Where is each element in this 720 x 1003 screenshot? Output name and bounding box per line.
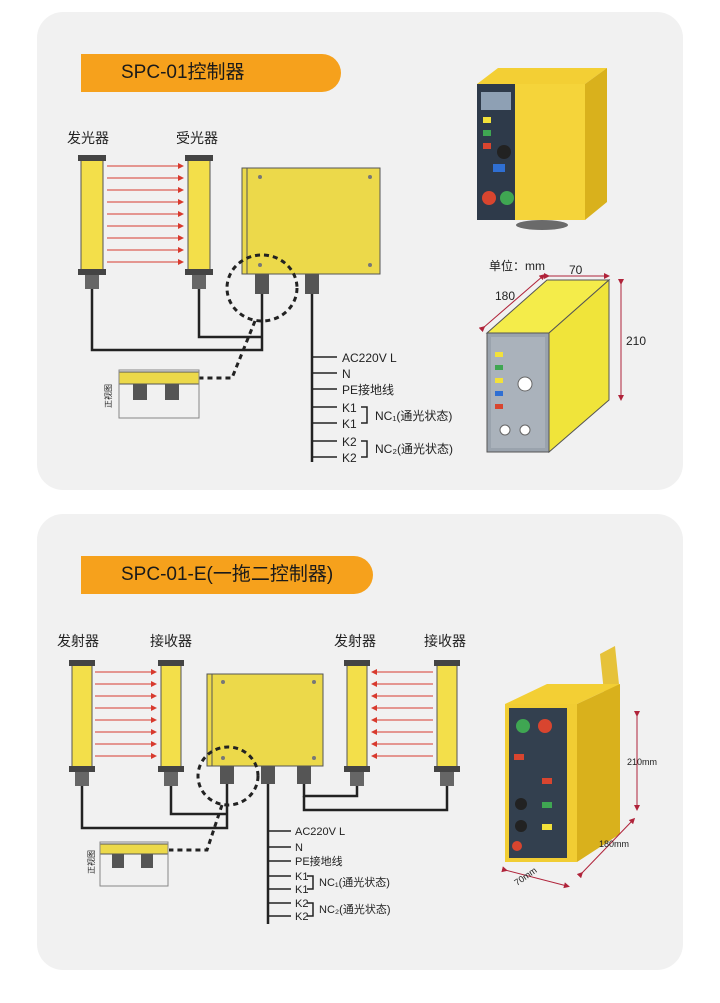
- emitter-sensor-1: [69, 660, 95, 786]
- side-view-detail: [118, 369, 200, 419]
- detail-callout-line: [169, 804, 224, 852]
- wire-k1a: K1: [342, 401, 357, 415]
- side-view-label: 正视图: [86, 850, 96, 874]
- wire-ac: AC220V L: [342, 351, 397, 365]
- unit-label: 单位：mm: [489, 258, 545, 273]
- wire-k2a: K2: [295, 898, 308, 910]
- emitter-label-2: 发射器: [334, 633, 376, 649]
- wire-k1b: K1: [295, 884, 308, 896]
- detail-callout-line: [197, 320, 257, 380]
- emitter-label: 发光器: [67, 130, 109, 146]
- wire-n: N: [295, 842, 303, 854]
- dim-depth: 70: [569, 263, 583, 277]
- wire-k2b: K2: [295, 911, 308, 923]
- receiver-label: 受光器: [176, 130, 218, 146]
- section-title-text: SPC-01控制器: [121, 62, 245, 83]
- wiring-diagram-spc01: 发光器 受光器: [67, 68, 646, 465]
- dim-width: 180: [495, 289, 515, 303]
- wire-taps: [312, 356, 368, 458]
- wiring-diagram-spc01e: 发射器 接收器 发射器 接收器: [57, 633, 657, 924]
- receiver-label-2: 接收器: [424, 633, 466, 649]
- emitter-label-1: 发射器: [57, 633, 99, 649]
- cables: [80, 784, 449, 924]
- wire-k1a: K1: [295, 871, 308, 883]
- light-beams-1: [95, 669, 157, 759]
- receiver-label-1: 接收器: [150, 633, 192, 649]
- side-view-detail: [99, 841, 169, 887]
- controller-box: [241, 167, 381, 294]
- wire-k2a: K2: [342, 435, 357, 449]
- wire-k1b: K1: [342, 417, 357, 431]
- dim-depth: 70mm: [512, 865, 538, 888]
- nc2-label: NC₂(通光状态): [375, 442, 453, 456]
- dimension-box: [485, 278, 611, 454]
- section-title-text: SPC-01-E(一拖二控制器): [121, 564, 334, 585]
- cables: [90, 289, 314, 462]
- wire-pe: PE接地线: [295, 854, 343, 868]
- panel-spc01: SPC-01控制器 发光器 受光器: [37, 12, 683, 490]
- receiver-sensor-2: [434, 660, 460, 786]
- receiver-sensor-1: [158, 660, 184, 786]
- detail-circle: [196, 745, 260, 807]
- wire-n: N: [342, 367, 351, 381]
- light-beams-2: [371, 669, 433, 759]
- wire-k2b: K2: [342, 451, 357, 465]
- light-beams: [107, 163, 184, 265]
- nc2-label: NC₂(通光状态): [319, 902, 390, 916]
- wire-taps: [268, 830, 314, 917]
- dim-height: 210: [626, 334, 646, 348]
- wire-ac: AC220V L: [295, 826, 345, 838]
- dim-width: 180mm: [599, 839, 629, 849]
- dimension-lines: [501, 711, 640, 889]
- side-view-label: 正视图: [103, 384, 113, 408]
- receiver-sensor: [185, 155, 213, 289]
- product-photo-dimensioned: [505, 646, 620, 862]
- panel-spc01e: SPC-01-E(一拖二控制器) 发射器 接收器 发射器 接收器: [37, 514, 683, 970]
- emitter-sensor: [78, 155, 106, 289]
- nc1-label: NC₁(通光状态): [375, 409, 452, 423]
- section-title: SPC-01-E(一拖二控制器): [81, 556, 373, 594]
- dim-height: 210mm: [627, 757, 657, 767]
- nc1-label: NC₁(通光状态): [319, 875, 390, 889]
- product-photo: [477, 68, 607, 230]
- dimension-lines: [478, 273, 624, 401]
- wire-pe: PE接地线: [342, 382, 394, 397]
- controller-box: [206, 673, 324, 784]
- detail-circle: [225, 253, 299, 323]
- section-title: SPC-01控制器: [81, 54, 341, 92]
- emitter-sensor-2: [344, 660, 370, 786]
